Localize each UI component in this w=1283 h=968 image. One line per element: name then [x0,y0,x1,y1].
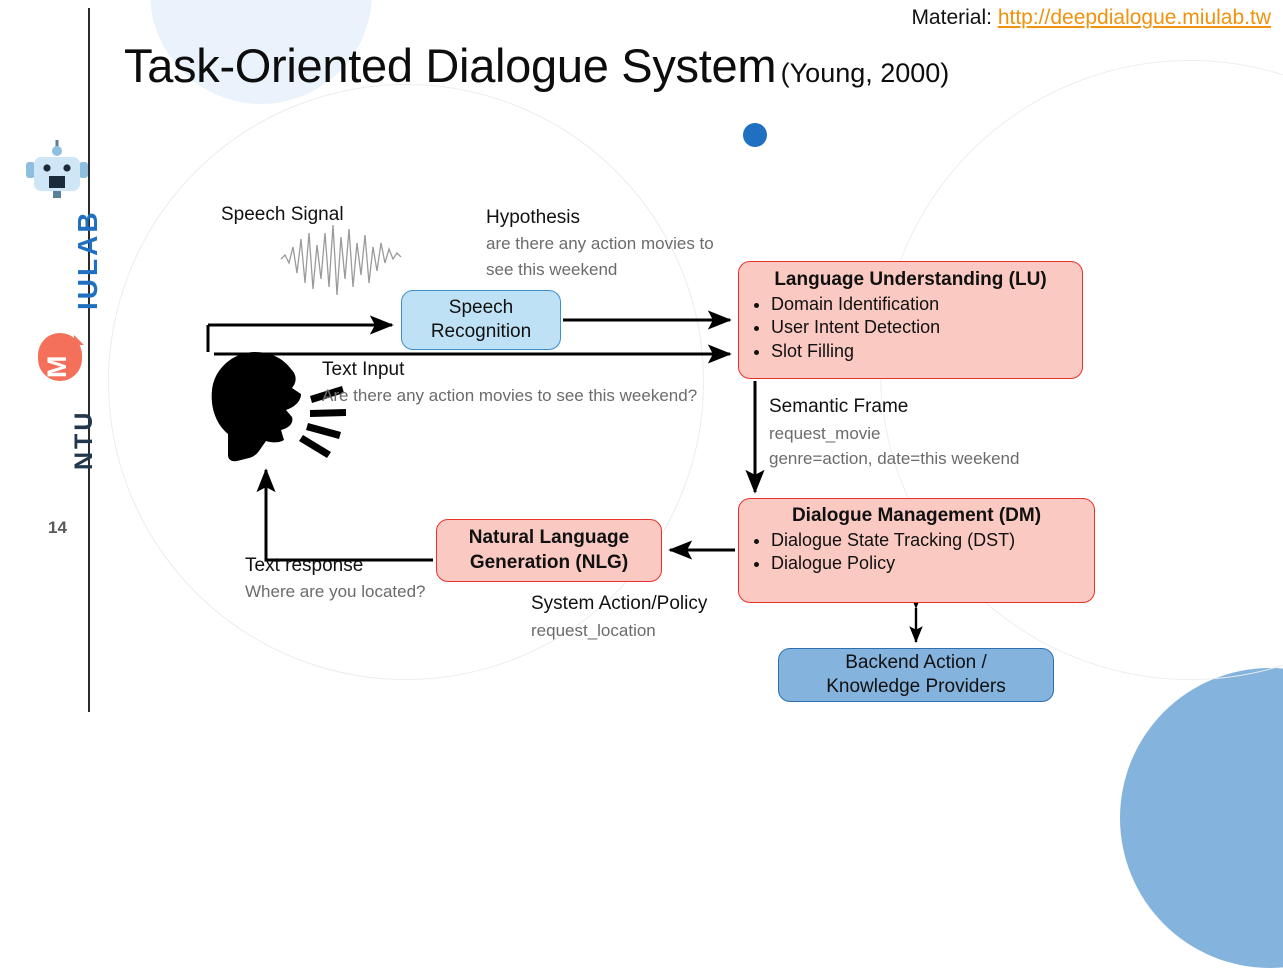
sidebar: IULAB M NTU 14 [0,0,103,720]
node-speech-recognition-line1: Speech [448,297,514,319]
material-label: Material: [911,6,992,29]
node-lu-item: User Intent Detection [771,316,1072,339]
node-backend-line2: Knowledge Providers [826,676,1006,697]
node-dm-title: Dialogue Management (DM) [791,505,1042,526]
node-dm-item: Dialogue Policy [771,552,1084,575]
node-nlg-line2: Generation (NLG) [469,551,629,573]
hypothesis-text-line1: are there any action movies to [486,234,714,253]
page-title: Task-Oriented Dialogue System (Young, 20… [124,38,949,93]
node-dialogue-management[interactable]: Dialogue Management (DM) Dialogue State … [738,498,1095,603]
node-language-understanding[interactable]: Language Understanding (LU) Domain Ident… [738,261,1083,379]
node-speech-recognition[interactable]: Speech Recognition [401,290,561,350]
label-speech-signal: Speech Signal [221,204,344,225]
hypothesis-text-line2: see this weekend [486,260,618,279]
label-system-action: System Action/Policy [531,593,708,614]
lab-logo-bubble [38,333,84,381]
node-lu-item: Domain Identification [771,293,1072,316]
page-number: 14 [48,518,67,537]
text-input-value: Are there any action movies to see this … [322,386,698,405]
material-line: Material: http://deepdialogue.miulab.tw [911,6,1271,30]
node-natural-language-generation[interactable]: Natural Language Generation (NLG) [436,519,662,582]
label-semantic-frame: Semantic Frame [769,396,909,417]
node-nlg-line1: Natural Language [468,527,630,549]
audio-waveform-icon [280,224,402,296]
material-link[interactable]: http://deepdialogue.miulab.tw [997,6,1271,29]
speaking-head-icon [211,352,346,462]
node-lu-title: Language Understanding (LU) [774,269,1047,290]
label-text-response: Text response [245,555,364,576]
page-title-citation: (Young, 2000) [780,58,950,88]
label-hypothesis: Hypothesis [486,207,580,228]
robot-icon [26,140,88,198]
label-text-input: Text Input [322,359,405,380]
node-speech-recognition-line2: Recognition [430,321,532,342]
node-lu-list: Domain Identification User Intent Detect… [749,293,1072,363]
sidebar-divider [88,8,90,712]
semantic-frame-line2: genre=action, date=this weekend [769,449,1020,468]
node-backend-line1: Backend Action / [845,651,987,673]
node-lu-item: Slot Filling [771,340,1072,363]
semantic-frame-line1: request_movie [769,424,881,443]
system-action-value: request_location [531,621,656,640]
diagram-connectors [206,224,923,643]
node-dm-list: Dialogue State Tracking (DST) Dialogue P… [749,529,1084,576]
text-response-value: Where are you located? [245,582,426,601]
node-backend-action[interactable]: Backend Action / Knowledge Providers [778,648,1054,702]
node-dm-item: Dialogue State Tracking (DST) [771,529,1084,552]
page-title-main: Task-Oriented Dialogue System [124,39,777,92]
